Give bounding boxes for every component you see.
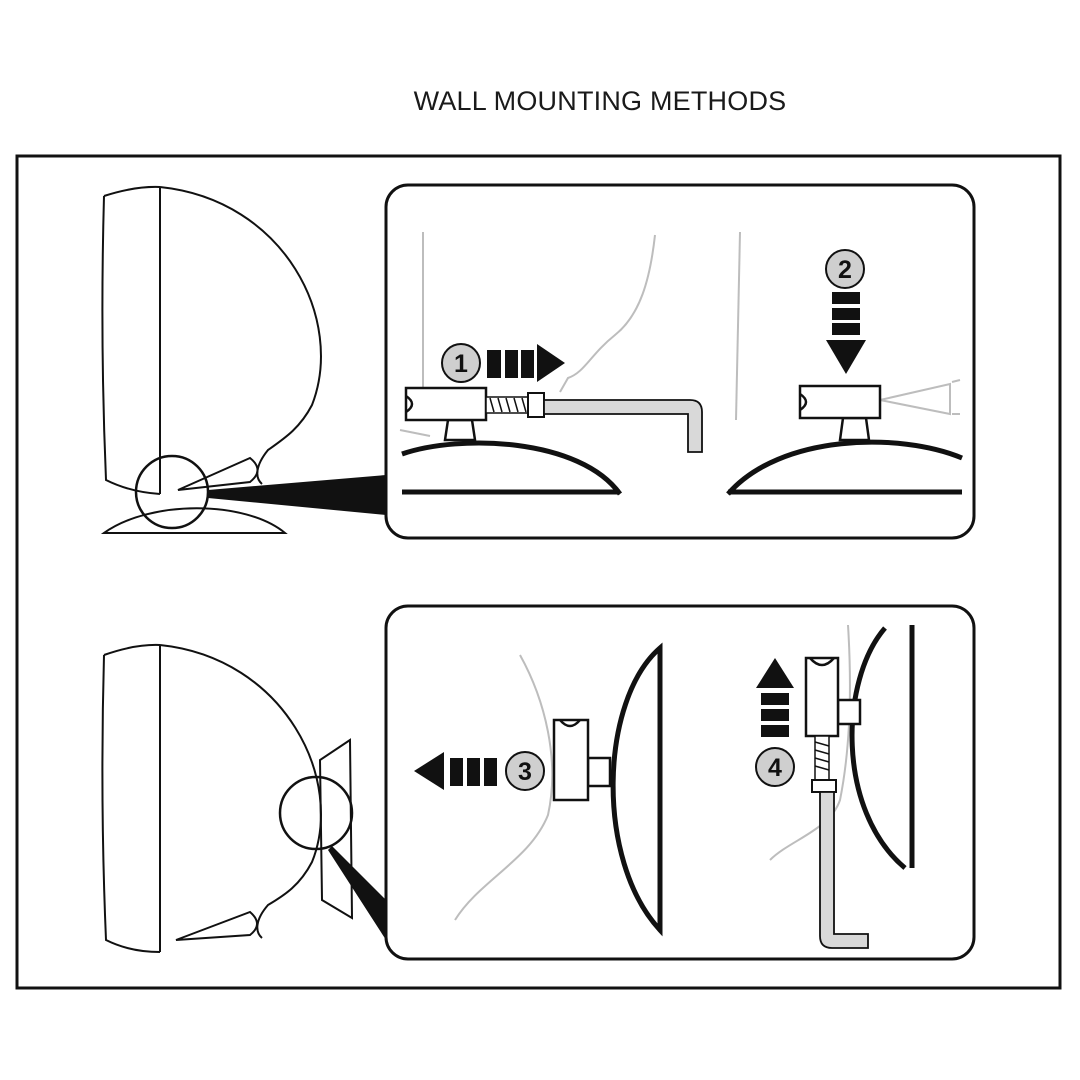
speaker-on-wall: [101, 643, 354, 953]
mount-bracket: [404, 386, 488, 442]
speaker-ghost-4: [769, 624, 851, 861]
stand-base: [401, 440, 623, 496]
speaker-ghost-2: [735, 231, 961, 421]
stand-base-2: [726, 439, 963, 496]
arrow-up-icon: [756, 658, 794, 737]
arrow-down-icon: [826, 292, 866, 374]
step-1-badge: 1: [441, 343, 481, 383]
step-2-badge: 2: [825, 249, 865, 289]
wall-plate: [610, 642, 663, 937]
svg-text:4: 4: [768, 754, 782, 782]
speaker-on-stand: [100, 185, 322, 534]
speaker-ghost-3: [454, 654, 554, 921]
mount-bracket-2: [798, 384, 882, 442]
svg-text:2: 2: [838, 256, 852, 284]
svg-text:1: 1: [454, 350, 468, 378]
zoom-circle-2: [278, 775, 354, 851]
arrow-right-icon: [487, 344, 565, 382]
step-4-badge: 4: [755, 747, 795, 787]
mount-bracket-3: [552, 718, 612, 802]
mount-bracket-4: [804, 656, 862, 738]
hex-key: [485, 392, 703, 453]
step-3-badge: 3: [505, 751, 545, 791]
zoom-pointer: [208, 475, 386, 515]
svg-text:3: 3: [518, 758, 532, 786]
wall-plate-2: [849, 626, 907, 870]
page-title: WALL MOUNTING METHODS: [413, 86, 787, 116]
outer-frame: [15, 154, 1062, 990]
arrow-left-icon: [414, 752, 497, 790]
hex-key-2: [811, 735, 869, 949]
zoom-pointer-2: [328, 846, 386, 940]
